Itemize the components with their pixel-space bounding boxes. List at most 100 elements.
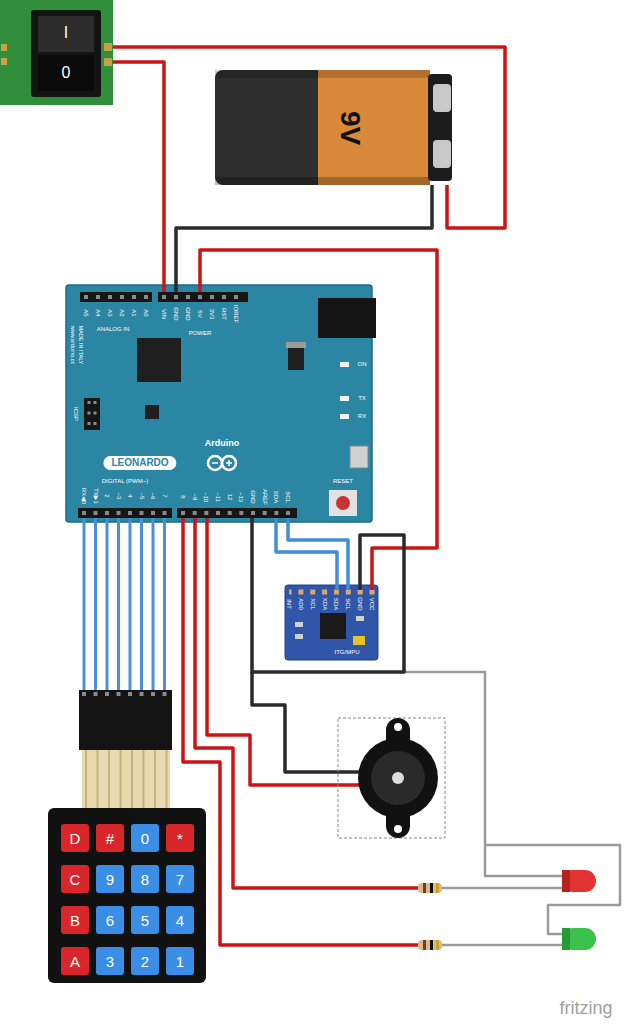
- mpu-module-art: [295, 622, 303, 627]
- pin-label: 7: [162, 494, 168, 497]
- keypad-key-text: A: [70, 954, 80, 969]
- header-label: POWER: [189, 330, 212, 336]
- mpu-module-art: [285, 585, 378, 660]
- arduino-board-art: [177, 508, 297, 518]
- arduino-board-art: [286, 342, 306, 348]
- pin-label: IOREF: [233, 305, 239, 323]
- rocker-switch-text: 0: [62, 65, 71, 81]
- wire: [485, 845, 620, 934]
- mpu-module-art: [285, 585, 378, 660]
- resistor-symbol: [418, 883, 442, 950]
- keypad-key-text: 8: [141, 872, 149, 887]
- wire: [183, 518, 620, 945]
- keypad-key: D: [61, 824, 89, 852]
- battery-art: [428, 74, 452, 181]
- buzzer-art: [394, 825, 402, 833]
- resistor-symbol: [436, 883, 439, 893]
- keypad-wire: [129, 518, 132, 690]
- led-symbol: [562, 870, 570, 892]
- keypad-key-text: D: [70, 831, 81, 846]
- rocker-switch-art: [104, 43, 112, 51]
- rocker-switch-art: [104, 58, 112, 66]
- pin-label: A3: [107, 309, 113, 316]
- pin-label: ~3: [116, 493, 122, 500]
- arduino-board-art: [162, 295, 246, 299]
- pin-label: GND: [173, 307, 179, 320]
- board-note: www.arduino.cc: [69, 326, 75, 365]
- wire: [195, 518, 418, 888]
- arduino-board-art: [208, 456, 222, 470]
- arduino-board-art: [222, 456, 236, 470]
- mpu-module-art: [295, 634, 303, 639]
- battery-art: [318, 70, 430, 185]
- mpu-module-art: [356, 616, 364, 621]
- keypad-key-text: 2: [141, 954, 149, 969]
- battery-art: [215, 70, 452, 185]
- pin-label: A4: [95, 309, 101, 316]
- pin-label: 8: [180, 495, 186, 498]
- keypad-key: 1: [166, 947, 194, 975]
- rocker-switch-art: [0, 0, 113, 105]
- arduino-board-art: [88, 401, 91, 429]
- keypad-key: #: [96, 824, 124, 852]
- arduino-board-art: [340, 362, 349, 367]
- resistor-symbol: [430, 940, 433, 950]
- keypad-key-text: #: [106, 831, 114, 846]
- keypad-art: [82, 692, 170, 696]
- keypad-key-text: 1: [176, 954, 184, 969]
- resistor-symbol: [430, 883, 433, 893]
- keypad-key: 9: [96, 865, 124, 893]
- keypad-key-text: 9: [106, 872, 114, 887]
- keypad-key-text: B: [70, 913, 80, 928]
- keypad-key: *: [166, 824, 194, 852]
- keypad-key-text: 3: [106, 954, 114, 969]
- buzzer-art: [392, 772, 404, 784]
- wire: [113, 47, 505, 228]
- arduino-board-art: [84, 295, 152, 299]
- keypad-key: 8: [131, 865, 159, 893]
- arduino-board-text: Arduino: [205, 439, 240, 448]
- wire: [113, 62, 164, 292]
- keypad-wire: [117, 518, 120, 690]
- keypad-art: [86, 750, 167, 812]
- resistor-symbol: [436, 940, 439, 950]
- keypad-key-text: 6: [106, 913, 114, 928]
- wire: [442, 944, 562, 947]
- board-note: MADE IN ITALY: [77, 326, 83, 365]
- keypad-wire: [83, 518, 86, 690]
- rocker-switch-art: [31, 10, 101, 97]
- buzzer-art: [394, 723, 402, 731]
- battery-art: [433, 84, 451, 112]
- led-label: RX: [358, 413, 366, 419]
- wire: [442, 887, 562, 890]
- header-label: ICSP: [73, 407, 79, 421]
- keypad-art: [82, 750, 170, 812]
- arduino-board-text: LEONARDO: [103, 456, 176, 470]
- rocker-switch-art: [1, 58, 7, 65]
- pin-label: ~5: [139, 493, 145, 500]
- keypad-key: 0: [131, 824, 159, 852]
- rocker-switch-art: [1, 44, 7, 51]
- keypad-key: B: [61, 906, 89, 934]
- led-symbol: [562, 928, 596, 950]
- pin-label: SDA: [273, 491, 279, 503]
- pin-label: 2: [104, 494, 110, 497]
- battery: 9V: [215, 70, 455, 185]
- resistor-symbol: [423, 940, 426, 950]
- buzzer-art: [338, 718, 445, 838]
- pin-label: XDA: [322, 598, 328, 610]
- pin-label: 12: [227, 494, 233, 501]
- pin-label: RST: [221, 308, 227, 320]
- pin-label: GND: [357, 597, 363, 610]
- arduino-board-art: [137, 338, 181, 382]
- battery-art: [215, 70, 430, 78]
- buzzer-art: [338, 718, 445, 838]
- arduino-board-art: [329, 490, 357, 516]
- mpu-module-art: [289, 590, 376, 595]
- arduino-board-art: [288, 348, 304, 370]
- keypad-key-text: *: [177, 831, 183, 846]
- keypad-wire: [106, 518, 109, 690]
